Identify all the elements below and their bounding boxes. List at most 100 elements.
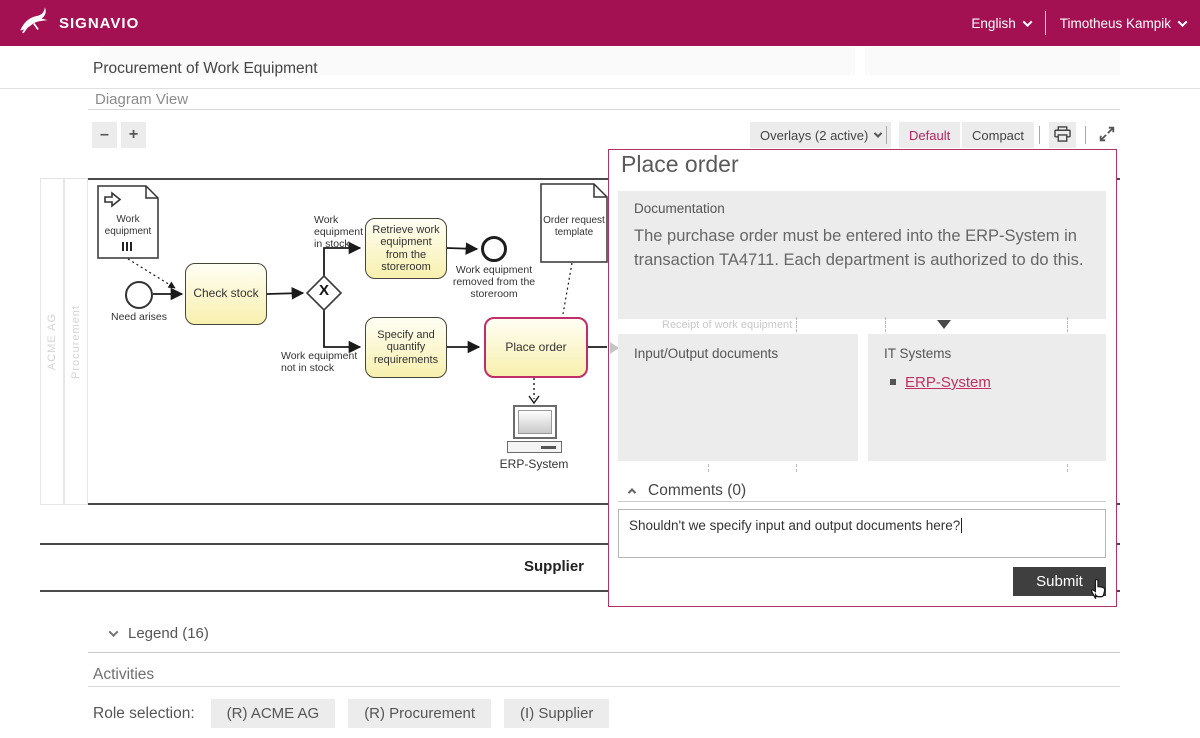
chevron-down-icon <box>108 627 119 638</box>
pool-supplier-label: Supplier <box>524 558 585 575</box>
lane-procurement: Procurement <box>64 178 88 505</box>
fullscreen-button[interactable] <box>1094 122 1120 148</box>
language-menu[interactable]: English <box>971 15 1033 31</box>
language-label: English <box>971 15 1016 31</box>
task-label: Specify and quantify requirements <box>373 329 439 366</box>
zoom-in-button[interactable]: + <box>121 122 146 148</box>
ghost-dash <box>885 317 886 332</box>
plus-icon: + <box>128 126 139 143</box>
role-button-label: (R) Procurement <box>364 705 476 722</box>
legend-label: Legend (16) <box>128 625 209 642</box>
flow-label-in-stock: Work equipment in stock <box>314 214 364 250</box>
disabled-header-panel <box>100 47 855 75</box>
divider <box>618 501 1106 502</box>
brand-name: SIGNAVIO <box>59 14 140 32</box>
task-label: Place order <box>505 339 567 354</box>
comment-text: Shouldn't we specify input and output do… <box>629 518 961 533</box>
start-event-label: Need arises <box>110 311 168 323</box>
divider <box>88 686 1120 687</box>
chevron-up-icon <box>627 488 637 497</box>
zoom-out-button[interactable]: – <box>92 122 117 148</box>
role-button-supplier[interactable]: (I) Supplier <box>504 699 610 728</box>
end-event-removed[interactable] <box>481 236 507 262</box>
user-name: Timotheus Kampik <box>1059 15 1171 31</box>
erp-system-link[interactable]: ERP-System <box>905 374 991 391</box>
task-check-stock[interactable]: Check stock <box>185 263 267 325</box>
legend-toggle[interactable]: Legend (16) <box>108 625 209 642</box>
comments-label: Comments (0) <box>648 482 747 499</box>
text-caret <box>961 518 963 533</box>
element-details-popup: Place order Documentation The purchase o… <box>608 149 1117 607</box>
documentation-text: The purchase order must be entered into … <box>634 227 1084 269</box>
it-system-label: ERP-System <box>499 457 569 471</box>
toolbar-separator <box>1085 126 1086 144</box>
role-selection-label: Role selection: <box>93 704 195 722</box>
gateway-x-icon: X <box>318 282 329 299</box>
task-place-order[interactable]: Place order <box>484 317 588 378</box>
print-button[interactable] <box>1049 122 1076 148</box>
ghost-dash <box>796 464 797 472</box>
pool-supplier <box>40 543 1120 592</box>
signavio-logo-icon <box>16 6 50 41</box>
pool-label: ACME AG <box>46 312 58 371</box>
app-header: SIGNAVIO English Timotheus Kampik <box>0 0 1200 46</box>
submit-label: Submit <box>1036 573 1083 590</box>
ghost-dash <box>796 317 797 332</box>
bullet-icon <box>890 379 896 385</box>
header-divider <box>1044 11 1046 35</box>
it-system-computer-base <box>507 441 562 453</box>
activities-heading: Activities <box>93 666 155 683</box>
chevron-down-icon <box>874 129 883 138</box>
overlays-dropdown[interactable]: Overlays (2 active) <box>750 122 892 148</box>
brand[interactable]: SIGNAVIO <box>16 6 139 41</box>
task-specify-requirements[interactable]: Specify and quantify requirements <box>365 317 447 378</box>
disabled-search-panel <box>865 47 1120 75</box>
start-event-need-arises[interactable] <box>125 281 153 309</box>
multi-instance-icon <box>122 242 132 251</box>
it-systems-label: IT Systems <box>884 346 952 361</box>
chevron-down-icon <box>1022 16 1033 27</box>
divider <box>0 88 1200 89</box>
role-button-label: (R) ACME AG <box>226 705 320 722</box>
role-button-procurement[interactable]: (R) Procurement <box>348 699 492 728</box>
it-system-computer-icon[interactable] <box>513 405 557 439</box>
divider <box>88 652 1120 653</box>
ghost-dash <box>708 464 709 472</box>
exclusive-gateway[interactable]: X <box>314 282 334 299</box>
view-mode-compact-button[interactable]: Compact <box>962 122 1035 148</box>
comments-toggle[interactable]: Comments (0) <box>627 482 747 500</box>
toolbar-separator <box>886 126 887 144</box>
comment-input[interactable]: Shouldn't we specify input and output do… <box>618 509 1106 558</box>
data-input-arrow-icon <box>104 191 122 208</box>
view-label: Diagram View <box>95 91 189 108</box>
task-label: Check stock <box>193 286 259 301</box>
data-object-label: Order request template <box>543 215 605 238</box>
data-object-work-equipment[interactable]: Work equipment <box>97 185 160 265</box>
user-menu[interactable]: Timotheus Kampik <box>1059 15 1188 31</box>
ghost-flow-arrowhead <box>610 342 619 354</box>
expand-icon <box>1098 125 1116 146</box>
ghost-dash <box>1067 464 1068 472</box>
data-object-order-template[interactable]: Order request template <box>540 183 609 269</box>
input-output-label: Input/Output documents <box>634 346 779 361</box>
ghost-dash <box>1067 317 1068 332</box>
popup-title: Place order <box>621 151 739 177</box>
lane-label: Procurement <box>70 304 82 379</box>
task-retrieve-work-equipment[interactable]: Retrieve work equipment from the storero… <box>365 218 447 279</box>
ghost-arrow-down-icon <box>937 320 951 329</box>
divider <box>88 109 1120 110</box>
data-object-label: Work equipment <box>104 214 152 237</box>
it-systems-panel: IT Systems ERP-System <box>868 334 1106 461</box>
input-output-panel: Input/Output documents <box>618 334 858 461</box>
role-button-acme-ag[interactable]: (R) ACME AG <box>210 699 336 728</box>
hand-cursor-icon <box>1087 577 1109 606</box>
printer-icon <box>1054 125 1071 145</box>
flow-label-not-in-stock: Work equipment not in stock <box>281 350 358 374</box>
toolbar-separator <box>1039 126 1040 144</box>
submit-button[interactable]: Submit <box>1013 567 1106 596</box>
default-label: Default <box>909 127 951 143</box>
view-mode-default-button[interactable]: Default <box>899 122 961 148</box>
compact-label: Compact <box>972 127 1025 143</box>
ghost-task-label: Receipt of work equipment <box>662 319 793 331</box>
